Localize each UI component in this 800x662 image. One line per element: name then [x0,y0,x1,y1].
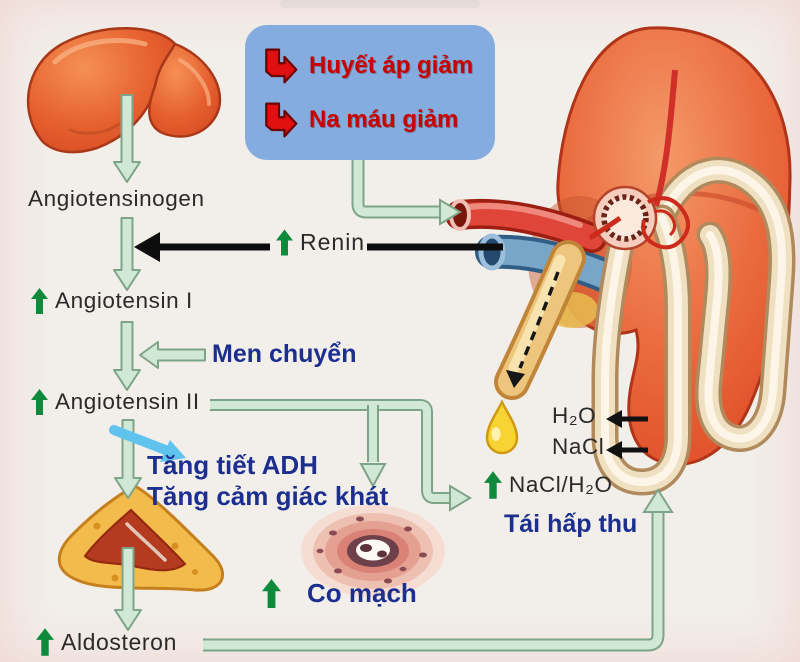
stimulus-row-sodium: Na máu giảm [259,100,495,140]
vessel-cross-section-illustration [301,505,445,597]
increase-arrow-icon [31,288,48,314]
angiotensinogen-label: Angiotensinogen [28,186,205,211]
arrow-ang2-to-adrenal [114,419,142,499]
adh-secretion-label: Tăng tiết ADH [147,450,318,480]
nacl-h2o-reabsorbed-label: NaCl/H₂O [484,471,613,499]
reabsorption-label: Tái hấp thu [504,510,638,538]
vasoconstriction-label: Co mạch [262,578,417,609]
connector-infobox-to-artery [351,160,462,226]
adh-blue-arrow [109,425,186,462]
adrenal-gland-illustration [57,484,225,592]
renin-label: Renin [276,229,365,256]
arrow-ang1-to-ang2 [113,321,141,391]
urine-flow-dashed-arrow [518,271,560,369]
kidney-illustration [445,26,796,496]
urine-droplet [485,399,519,455]
h2o-label: H₂O [552,403,597,428]
decrease-arrow-icon [265,48,298,83]
increase-arrow-icon [262,579,281,608]
stimulus-sodium-label: Na máu giảm [309,105,459,133]
thirst-label: Tăng cảm giác khát [147,481,389,511]
arrow-angiotensinogen-to-ang1 [113,217,141,291]
stimulus-row-blood-pressure: Huyết áp giảm [259,46,495,86]
arrow-men-chuyen [139,341,206,369]
glomerulus [588,69,690,251]
arrow-adrenal-to-aldosteron [114,547,142,631]
stimulus-blood-pressure-label: Huyết áp giảm [309,51,474,79]
converting-enzyme-label: Men chuyển [212,340,357,368]
increase-arrow-icon [276,229,293,256]
aldosteron-label: Aldosteron [36,628,177,656]
connector-ang2-effects [210,399,472,512]
liver-illustration [26,27,222,154]
stimulus-info-box: Huyết áp giảm Na máu giảm [245,25,495,160]
angiotensin-i-label: Angiotensin I [31,288,193,314]
cropped-watermark [280,0,480,8]
connector-aldosteron-to-loop [203,488,674,652]
increase-arrow-icon [484,471,502,499]
ureter [494,240,586,400]
renal-artery [445,198,607,253]
angiotensin-ii-label: Angiotensin II [31,389,200,415]
increase-arrow-icon [31,389,48,415]
nacl-label: NaCl [552,434,605,459]
decrease-arrow-icon [265,102,298,137]
arrow-liver-to-angiotensinogen [113,94,141,183]
renin-arrow [134,232,503,262]
increase-arrow-icon [36,628,54,656]
nephron-loop [591,156,796,496]
adh-effects-label: Tăng tiết ADH Tăng cảm giác khát [147,450,388,512]
h2o-nacl-arrows [606,410,648,459]
